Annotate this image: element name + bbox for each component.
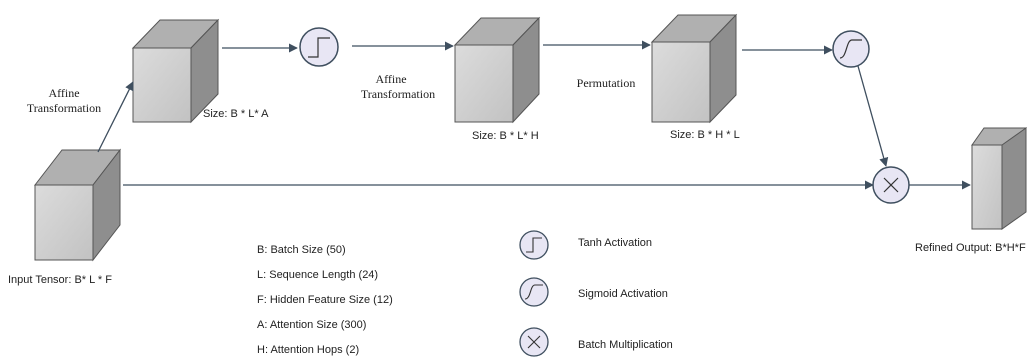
size-a-label: Size: B * L* A [203, 108, 269, 120]
definitions-legend: B: Batch Size (50) L: Sequence Length (2… [257, 244, 393, 356]
hidden-size-cube [453, 16, 541, 124]
symbol-legend: Tanh Activation Sigmoid Activation Batch… [519, 230, 673, 357]
multiply-icon [519, 327, 549, 357]
affine-label-2-line1: Affine [375, 72, 406, 86]
input-tensor-cube [33, 148, 122, 262]
attention-size-cube [131, 18, 220, 124]
sigmoid-icon [519, 277, 549, 307]
multiply-legend-label: Batch Multiplication [578, 339, 673, 351]
multiply-node [872, 166, 910, 204]
definition-item: F: Hidden Feature Size (12) [257, 294, 393, 306]
affine-label-2-line2: Transformation [361, 87, 435, 101]
definition-item: B: Batch Size (50) [257, 244, 346, 256]
arrow-sigmoid-to-multiply [857, 65, 889, 167]
size-hl-label: Size: B * H * L [670, 129, 740, 141]
affine-label-1-line1: Affine [48, 86, 79, 100]
permuted-cube [650, 13, 738, 124]
definition-item: L: Sequence Length (24) [257, 269, 378, 281]
sigmoid-legend-label: Sigmoid Activation [578, 288, 668, 300]
tanh-icon [519, 230, 549, 260]
tanh-legend-label: Tanh Activation [578, 237, 652, 249]
refined-output-cube [971, 127, 1027, 230]
input-tensor-label: Input Tensor: B* L * F [8, 274, 112, 286]
arrow-input-to-affine [97, 81, 134, 153]
refined-output-label: Refined Output: B*H*F [915, 242, 1026, 254]
size-h-label: Size: B * L* H [472, 130, 539, 142]
sigmoid-node [832, 30, 870, 68]
tanh-node [299, 27, 339, 67]
affine-label-1-line2: Transformation [27, 101, 101, 115]
permutation-label: Permutation [577, 76, 636, 90]
definition-item: A: Attention Size (300) [257, 319, 366, 331]
definition-item: H: Attention Hops (2) [257, 344, 359, 356]
